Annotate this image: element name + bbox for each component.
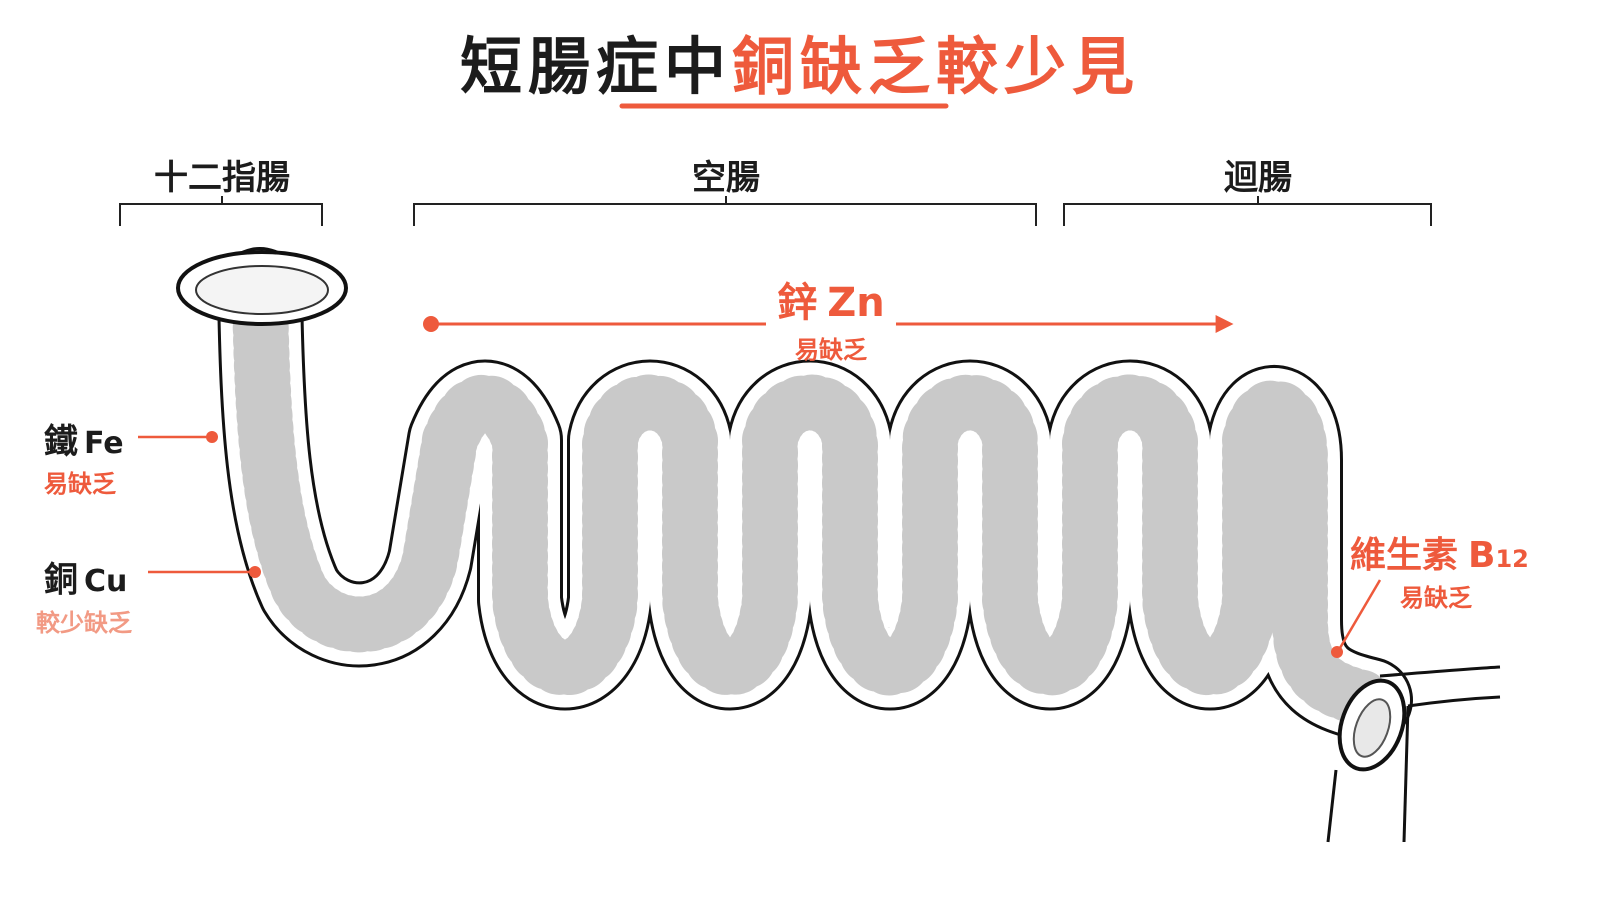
copper-symbol: Cu [84, 564, 128, 599]
colon-junction [1326, 665, 1501, 843]
b12-dot [1331, 646, 1343, 658]
b12-subscript: 12 [1495, 545, 1529, 573]
intestine-tube [217, 247, 1413, 743]
duodenum-opening [176, 250, 348, 326]
colon-down-right [1402, 705, 1410, 843]
zinc-symbol: Zn [827, 280, 885, 326]
b12-leader [1338, 579, 1382, 649]
segment-label-duodenum: 十二指腸 [154, 158, 290, 198]
title-part-1: 短腸症中 [459, 30, 732, 103]
bracket-ileum [1063, 196, 1432, 226]
copper-status: 較少缺乏 [36, 609, 132, 637]
colon-lower [1407, 695, 1501, 708]
bracket-duodenum [119, 196, 323, 226]
b12-name: 維生素 [1350, 535, 1459, 576]
iron-dot [206, 431, 218, 443]
b12-symbol: B [1468, 535, 1496, 576]
colon-upper [1379, 665, 1501, 678]
zinc-name: 鋅 [777, 280, 818, 326]
zinc-status: 易缺乏 [795, 336, 867, 364]
segment-brackets [119, 196, 1432, 226]
iron-status: 易缺乏 [44, 470, 116, 498]
zinc-arrow [423, 315, 1234, 333]
segment-label-ileum: 迴腸 [1224, 158, 1292, 198]
page-title: 短腸症中銅缺乏較少見 [0, 16, 1600, 106]
title-part-2: 銅缺乏較少見 [732, 30, 1141, 103]
segment-label-jejunum: 空腸 [692, 158, 760, 198]
iron-name: 鐵 [44, 422, 78, 462]
intestine-folds [232, 262, 1398, 728]
ileocecal-valve-inner [1352, 698, 1392, 758]
colon-down-left [1326, 769, 1338, 843]
bracket-jejunum [413, 196, 1037, 226]
copper-name: 銅 [44, 560, 78, 600]
iron-symbol: Fe [84, 426, 124, 461]
leader-lines [138, 431, 1382, 658]
copper-dot [249, 566, 261, 578]
b12-status: 易缺乏 [1400, 584, 1472, 612]
